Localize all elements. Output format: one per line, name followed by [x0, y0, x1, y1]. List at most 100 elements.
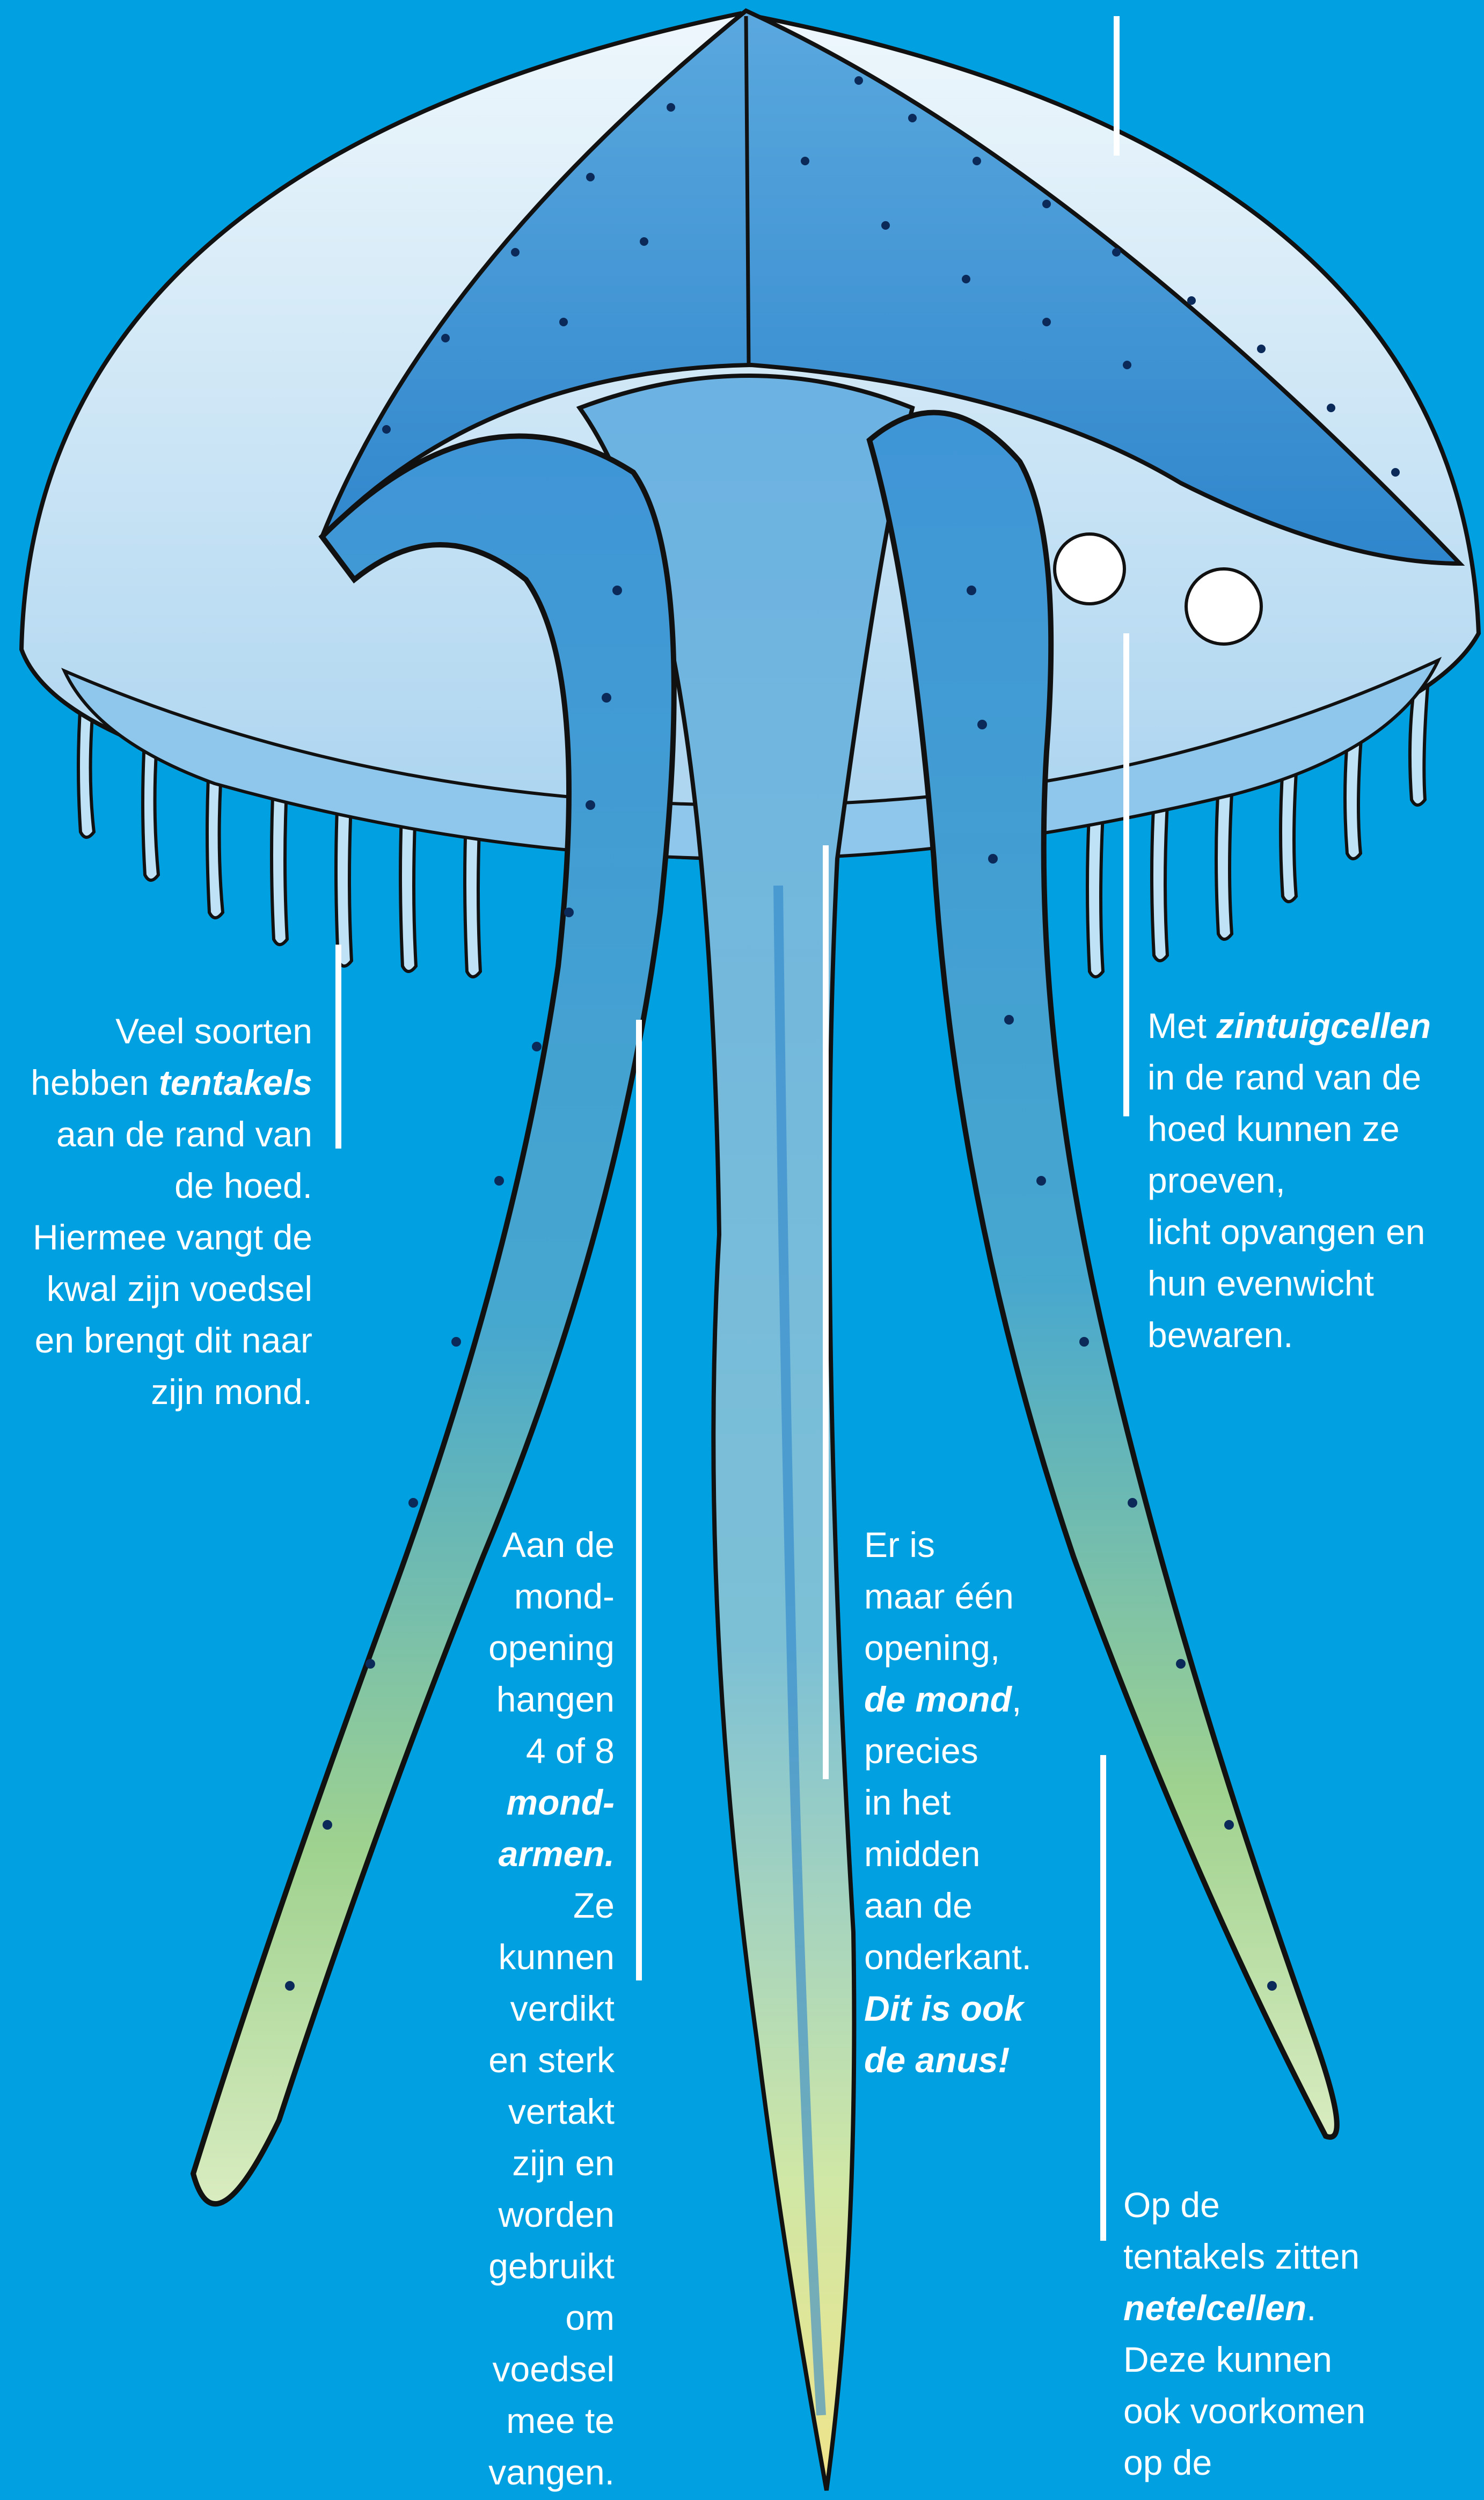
label-line: mond- — [488, 1570, 615, 1622]
label-line: aan de rand van — [31, 1108, 312, 1160]
label-text: hebben — [31, 1063, 159, 1102]
leader-line-mondarmen — [636, 1020, 642, 1980]
label-text: zijn en — [512, 2143, 615, 2183]
label-text: en brengt dit naar — [35, 1320, 312, 1360]
leader-line-mond — [823, 845, 829, 1779]
label-emphasis: zintuigcellen — [1216, 1006, 1431, 1046]
label-line: aan de — [864, 1880, 1032, 1931]
label-line: tentakels zitten — [1123, 2231, 1365, 2282]
label-text: Met — [1147, 1006, 1216, 1046]
label-mondarmen: Aan de mond-openinghangen 4 of 8 mond-armen… — [488, 1519, 615, 2498]
label-line: de anus! — [864, 2034, 1032, 2086]
label-text: aan de — [864, 1885, 973, 1925]
label-line: voedsel — [488, 2343, 615, 2395]
label-line: Op de — [1123, 2179, 1365, 2231]
label-text: worden — [499, 2195, 615, 2234]
label-text: de hoed. — [174, 1166, 312, 1205]
label-line: hebben tentakels — [31, 1057, 312, 1108]
leader-line-netelcellen — [1100, 1755, 1106, 2241]
label-text: hoed kunnen ze — [1147, 1109, 1400, 1149]
label-text: vertakt — [508, 2092, 615, 2131]
label-text: , — [1012, 1679, 1021, 1719]
label-emphasis: netelcellen — [1123, 2288, 1306, 2328]
label-line: Veel soorten — [31, 1005, 312, 1057]
label-text: Op de — [1123, 2185, 1220, 2225]
label-line: precies — [864, 1725, 1032, 1777]
label-line: vangen. — [488, 2446, 615, 2498]
label-line: Aan de — [488, 1519, 615, 1570]
label-line: kwal zijn voedsel — [31, 1263, 312, 1314]
label-line: zijn mond. — [31, 1366, 312, 1417]
label-line: mond- — [488, 1777, 615, 1828]
label-line: licht opvangen en — [1147, 1206, 1431, 1258]
label-text: voedsel — [493, 2349, 615, 2389]
label-text: tentakels zitten — [1123, 2236, 1359, 2276]
label-line: gebruikt — [488, 2240, 615, 2292]
label-emphasis: armen. — [499, 1834, 615, 1874]
label-tentakels: Veel soorten hebben tentakels aan de rand … — [31, 1005, 312, 1417]
label-line: midden — [864, 1828, 1032, 1880]
label-line: hoed kunnen ze — [1147, 1103, 1431, 1154]
label-text: bewaren. — [1147, 1315, 1293, 1355]
label-text: Ze — [573, 1885, 615, 1925]
label-line: in de rand van de — [1147, 1051, 1431, 1103]
label-line: vertakt — [488, 2086, 615, 2137]
label-text: Er is — [864, 1525, 935, 1565]
label-text: onderkant. — [864, 1937, 1032, 1977]
label-emphasis: tentakels — [159, 1063, 312, 1102]
label-text: op de — [1123, 2443, 1212, 2482]
label-netelcellen: Op de tentakels zitten netelcellen. Deze ku… — [1123, 2179, 1365, 2488]
label-text: Veel soorten — [115, 1011, 312, 1051]
label-line: Deze kunnen — [1123, 2334, 1365, 2385]
leader-line-top — [1114, 16, 1120, 156]
label-emphasis: Dit is ook — [864, 1989, 1024, 2028]
label-line: onderkant. — [864, 1931, 1032, 1983]
label-text: 4 of 8 — [526, 1731, 615, 1771]
label-text: aan de rand van — [56, 1114, 312, 1154]
label-line: 4 of 8 — [488, 1725, 615, 1777]
label-line: Dit is ook — [864, 1983, 1032, 2034]
label-line: hangen — [488, 1673, 615, 1725]
leader-line-zintuigcellen — [1123, 633, 1129, 1116]
label-zintuigcellen: Met zintuigcellen in de rand van de hoed k… — [1147, 1000, 1431, 1361]
label-line: om — [488, 2292, 615, 2343]
label-line: op de — [1123, 2437, 1365, 2488]
label-line: in het — [864, 1777, 1032, 1828]
label-text: in de rand van de — [1147, 1057, 1421, 1097]
label-line: opening — [488, 1622, 615, 1673]
label-text: kwal zijn voedsel — [47, 1269, 312, 1309]
label-text: mond- — [514, 1576, 615, 1616]
label-text: Aan de — [502, 1525, 615, 1565]
label-text: gebruikt — [488, 2246, 615, 2286]
label-line: worden — [488, 2189, 615, 2240]
label-line: armen. — [488, 1828, 615, 1880]
label-text: Hiermee vangt de — [33, 1217, 312, 1257]
label-line: zijn en — [488, 2137, 615, 2189]
label-line: de hoed. — [31, 1160, 312, 1211]
label-text: hun evenwicht — [1147, 1263, 1374, 1303]
label-line: de mond, — [864, 1673, 1032, 1725]
label-text: vangen. — [488, 2452, 615, 2492]
label-text: mee te — [506, 2401, 615, 2440]
label-line: maar één — [864, 1570, 1032, 1622]
label-emphasis: de mond — [864, 1679, 1012, 1719]
label-line: ook voorkomen — [1123, 2385, 1365, 2437]
label-text: en sterk — [488, 2040, 615, 2080]
label-line: mee te — [488, 2395, 615, 2446]
inner-dome-divider — [746, 16, 749, 365]
label-text: . — [1306, 2288, 1316, 2328]
label-text: verdikt — [510, 1989, 615, 2028]
label-text: in het — [864, 1782, 951, 1822]
label-text: ook voorkomen — [1123, 2391, 1365, 2431]
label-line: en sterk — [488, 2034, 615, 2086]
leader-line-tentakels — [335, 945, 341, 1149]
label-line: bewaren. — [1147, 1309, 1431, 1361]
label-line: Hiermee vangt de — [31, 1211, 312, 1263]
label-text: zijn mond. — [151, 1372, 312, 1412]
label-text: proeven, — [1147, 1160, 1285, 1200]
label-text: precies — [864, 1731, 978, 1771]
label-text: om — [565, 2298, 615, 2337]
label-line: proeven, — [1147, 1154, 1431, 1206]
